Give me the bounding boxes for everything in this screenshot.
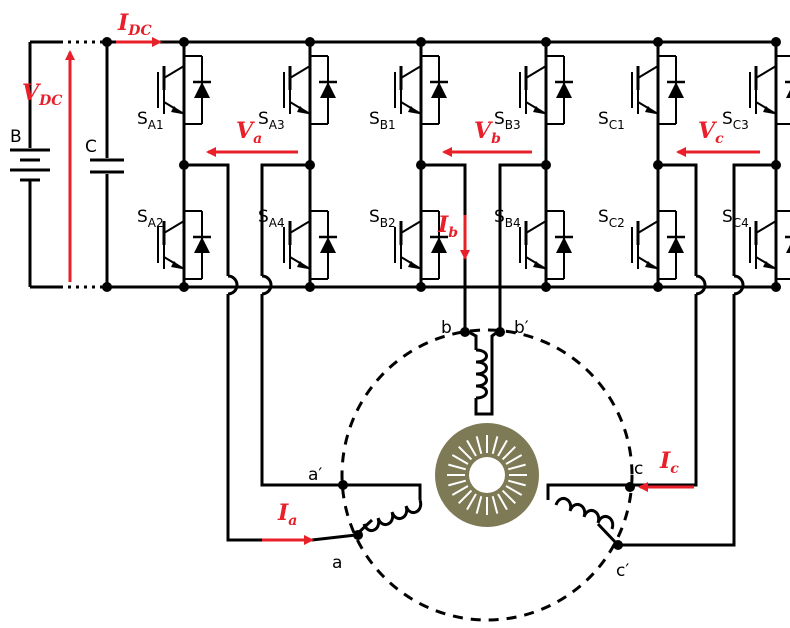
idc-label: IDC	[117, 10, 152, 39]
vb-label: Vb	[474, 118, 501, 147]
switch-label-a1: SA1	[137, 109, 164, 132]
ia-label: Ia	[277, 500, 297, 529]
ib-label: Ib	[437, 212, 458, 241]
igbt-switch-icon	[748, 197, 790, 293]
node-b-label: b	[441, 318, 452, 338]
switch-label-c1: SC1	[598, 109, 625, 132]
switch-label-c3: SC3	[722, 109, 749, 132]
switch-label-b3: SB3	[494, 109, 521, 132]
switch-label-c4: SC4	[722, 207, 749, 230]
capacitor-label: C	[85, 137, 97, 157]
rotor-icon	[435, 423, 539, 527]
stator-circle	[340, 328, 634, 622]
switch-label-b1: SB1	[369, 109, 396, 132]
node-a-prime-label: a′	[308, 465, 322, 485]
switch-label-a3: SA3	[258, 109, 285, 132]
ic-label: Ic	[659, 448, 679, 477]
node-c-prime-label: c′	[616, 561, 629, 581]
switch-label-c2: SC2	[598, 207, 625, 230]
node-b-prime-label: b′	[514, 318, 529, 338]
node-c-label: c	[634, 459, 643, 479]
switch-label-b2: SB2	[369, 207, 396, 230]
battery-label: B	[10, 127, 22, 147]
switch-label-a2: SA2	[137, 207, 164, 230]
node-a-label: a	[332, 553, 342, 573]
vc-label: Vc	[698, 118, 724, 147]
switch-label-a4: SA4	[258, 207, 285, 230]
va-label: Va	[236, 118, 262, 147]
vdc-label: VDC	[22, 80, 62, 109]
switch-label-b4: SB4	[494, 207, 521, 230]
igbt-switch-icon	[748, 42, 790, 138]
